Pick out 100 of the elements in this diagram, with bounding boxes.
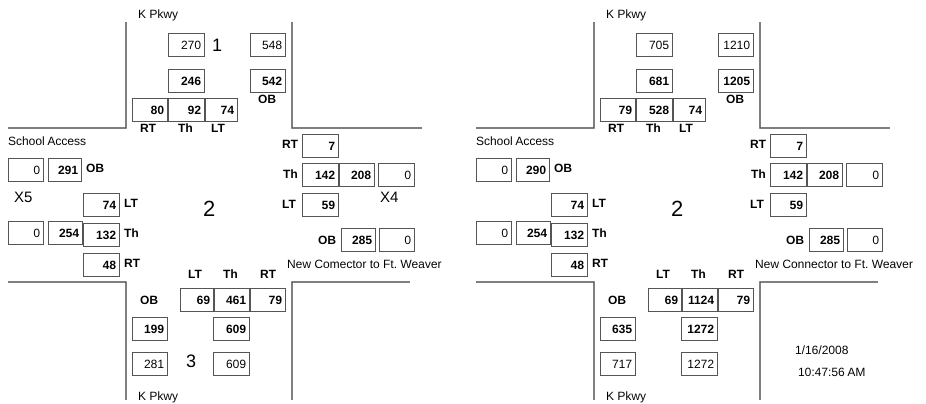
- map-label: LT: [592, 197, 606, 209]
- map-label: Th: [124, 227, 139, 239]
- volume-box: 254: [516, 221, 551, 245]
- volume-box: 246: [168, 69, 205, 93]
- volume-box: 254: [48, 221, 83, 245]
- volume-box: 0: [847, 228, 883, 252]
- map-label: OB: [258, 93, 276, 105]
- volume-box: 74: [551, 193, 588, 217]
- volume-box: 1124: [682, 288, 718, 312]
- map-label: 1: [212, 36, 222, 54]
- volume-box: 0: [476, 158, 512, 182]
- volume-box: 1210: [718, 33, 754, 57]
- volume-box: 285: [341, 228, 376, 252]
- map-label: LT: [750, 198, 764, 210]
- map-label: Th: [223, 268, 238, 280]
- map-label: RT: [260, 268, 276, 280]
- volume-box: 0: [846, 163, 883, 187]
- volume-box: 717: [600, 352, 636, 376]
- map-label: X5: [14, 190, 32, 205]
- map-label: 2: [671, 198, 684, 220]
- map-label: RT: [728, 268, 744, 280]
- map-label: LT: [656, 268, 670, 280]
- volume-box: 0: [8, 158, 44, 182]
- volume-box: 1272: [681, 317, 718, 341]
- map-label: K Pkwy: [138, 390, 178, 402]
- volume-box: 79: [718, 288, 754, 312]
- volume-box: 59: [302, 193, 339, 217]
- volume-box: 290: [516, 158, 550, 182]
- volume-box: 69: [648, 288, 682, 312]
- map-label: RT: [750, 138, 766, 150]
- volume-box: 1272: [681, 352, 718, 376]
- volume-box: 208: [807, 163, 843, 187]
- map-label: OB: [86, 162, 104, 174]
- map-label: Th: [178, 122, 193, 134]
- volume-box: 542: [250, 69, 286, 93]
- map-label: Th: [646, 122, 661, 134]
- map-label: LT: [124, 197, 138, 209]
- volume-box: 208: [339, 163, 375, 187]
- map-label: Th: [592, 227, 607, 239]
- map-label: LT: [282, 198, 296, 210]
- map-label: X4: [380, 190, 398, 205]
- volume-box: 270: [168, 33, 205, 57]
- map-label: RT: [282, 138, 298, 150]
- volume-box: 74: [673, 98, 706, 122]
- volume-box: 548: [250, 33, 286, 57]
- volume-box: 461: [214, 288, 250, 312]
- volume-box: 0: [476, 221, 512, 245]
- volume-box: 199: [132, 317, 168, 341]
- map-label: RT: [124, 257, 140, 269]
- volume-box: 132: [551, 223, 588, 247]
- map-label: Th: [751, 168, 766, 180]
- volume-box: 705: [636, 33, 673, 57]
- map-label: K Pkwy: [606, 390, 646, 402]
- volume-box: 79: [250, 288, 286, 312]
- volume-box: 59: [770, 193, 807, 217]
- volume-box: 609: [213, 352, 250, 376]
- map-label: 2: [203, 198, 216, 220]
- volume-box: 7: [302, 134, 339, 158]
- map-label: Th: [283, 168, 298, 180]
- map-label: New Comector to Ft. Weaver: [287, 258, 442, 270]
- volume-box: 681: [636, 69, 673, 93]
- volume-box: 48: [551, 253, 588, 277]
- map-label: OB: [554, 162, 572, 174]
- volume-box: 291: [48, 158, 82, 182]
- map-label: OB: [726, 93, 744, 105]
- volume-box: 281: [132, 352, 168, 376]
- volume-box: 142: [770, 163, 807, 187]
- map-label: OB: [786, 234, 804, 246]
- volume-box: 69: [180, 288, 214, 312]
- map-label: 10:47:56 AM: [798, 366, 866, 378]
- volume-box: 142: [302, 163, 339, 187]
- map-label: LT: [188, 268, 202, 280]
- map-label: OB: [608, 294, 626, 306]
- volume-box: 79: [600, 98, 636, 122]
- volume-box: 0: [379, 228, 415, 252]
- volume-box: 609: [213, 317, 250, 341]
- map-label: Th: [691, 268, 706, 280]
- map-label: K Pkwy: [606, 8, 646, 20]
- volume-box: 132: [83, 223, 120, 247]
- map-label: OB: [140, 294, 158, 306]
- map-label: School Access: [476, 135, 554, 147]
- volume-box: 74: [205, 98, 238, 122]
- map-label: LT: [211, 122, 225, 134]
- volume-box: 635: [600, 317, 636, 341]
- volume-box: 7: [770, 134, 807, 158]
- volume-box: 285: [809, 228, 844, 252]
- volume-box: 0: [8, 221, 44, 245]
- map-label: OB: [318, 234, 336, 246]
- map-label: LT: [679, 122, 693, 134]
- volume-box: 80: [132, 98, 168, 122]
- map-label: 3: [186, 352, 196, 370]
- volume-box: 92: [168, 98, 205, 122]
- volume-box: 74: [83, 193, 120, 217]
- map-label: RT: [592, 257, 608, 269]
- map-label: RT: [140, 122, 156, 134]
- volume-box: 48: [83, 253, 120, 277]
- map-label: New Connector to Ft. Weaver: [755, 258, 913, 270]
- volume-box: 528: [636, 98, 673, 122]
- volume-box: 0: [378, 163, 415, 187]
- map-label: School Access: [8, 135, 86, 147]
